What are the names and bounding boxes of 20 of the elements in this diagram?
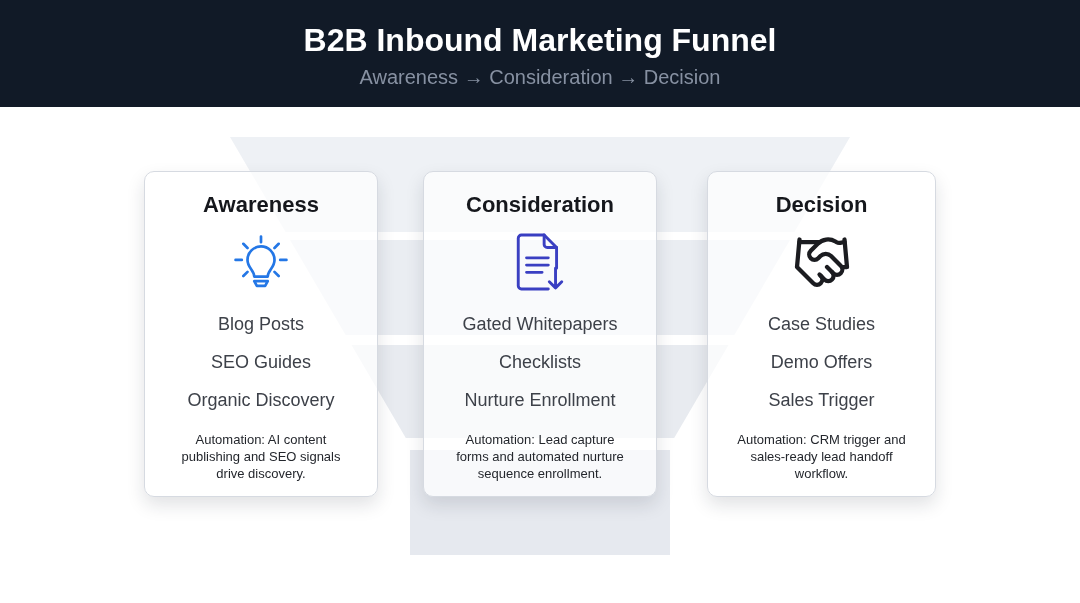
content-item: Gated Whitepapers [462,313,618,336]
stage-card [144,171,378,497]
stage-card [707,171,936,497]
stage-card [423,171,657,497]
stage-heading: Decision [775,192,868,218]
automation-note: Automation: CRM trigger and sales-ready lead handoff workflow. [736,431,907,482]
content-item: Checklists [499,351,581,374]
subtitle: Awareness → Consideration → Decision [359,65,721,89]
content-item: Case Studies [767,313,876,336]
stage-heading: Consideration [466,192,614,218]
content-item: Blog Posts [217,313,304,336]
content-item: SEO Guides [210,351,311,374]
diagram-title: B2B Inbound Marketing Funnel [303,21,777,60]
automation-note: Automation: Lead capture forms and automated nurture sequence enrollment. [455,431,625,482]
content-item: Demo Offers [770,351,873,374]
stage-heading: Awareness [203,192,319,218]
content-item: Organic Discovery [187,389,335,412]
content-item: Sales Trigger [768,389,875,412]
automation-note: Automation: AI content publishing and SEO signals drive discovery. [180,431,342,482]
content-item: Nurture Enrollment [464,389,616,412]
